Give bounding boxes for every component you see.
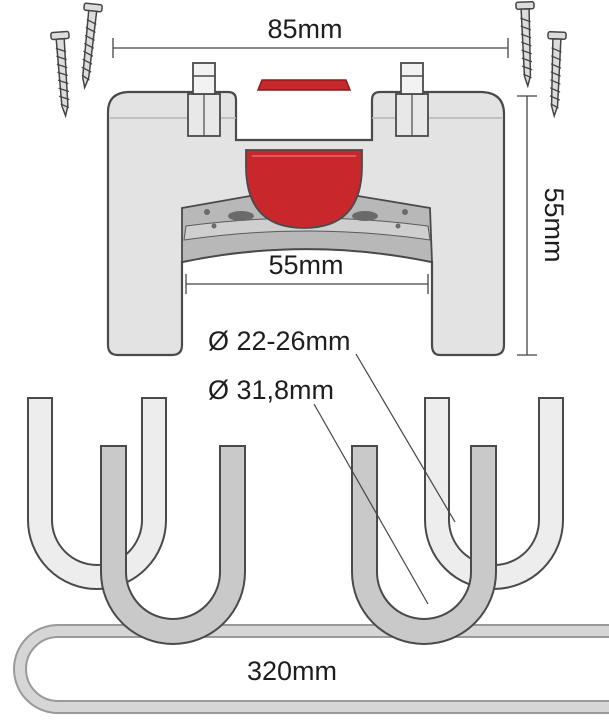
bracket-small-right [424, 397, 564, 590]
dimension-inner-width [185, 274, 429, 294]
bracket-large-right [351, 445, 497, 645]
dimension-side-height [517, 95, 537, 356]
bracket-large-left [100, 445, 246, 645]
label-width-top: 85mm [267, 14, 342, 44]
screw-icon-2 [81, 2, 103, 91]
dimension-top-width [112, 38, 509, 58]
screw-icon-3 [515, 1, 535, 89]
label-diameter-small: Ø 22-26mm [208, 326, 351, 356]
label-height-side: 55mm [539, 187, 569, 262]
adapter-body [106, 62, 506, 357]
label-width-inner: 55mm [268, 250, 343, 280]
screw-icon-1 [50, 30, 70, 119]
leader-diameter-small [355, 353, 456, 523]
leader-diameter-large [313, 403, 429, 605]
label-cable-length: 320mm [247, 656, 337, 686]
screw-icon-4 [547, 31, 567, 119]
cable-loop [13, 624, 609, 714]
label-diameter-large: Ø 31,8mm [208, 375, 334, 405]
bracket-small-left [27, 397, 167, 590]
